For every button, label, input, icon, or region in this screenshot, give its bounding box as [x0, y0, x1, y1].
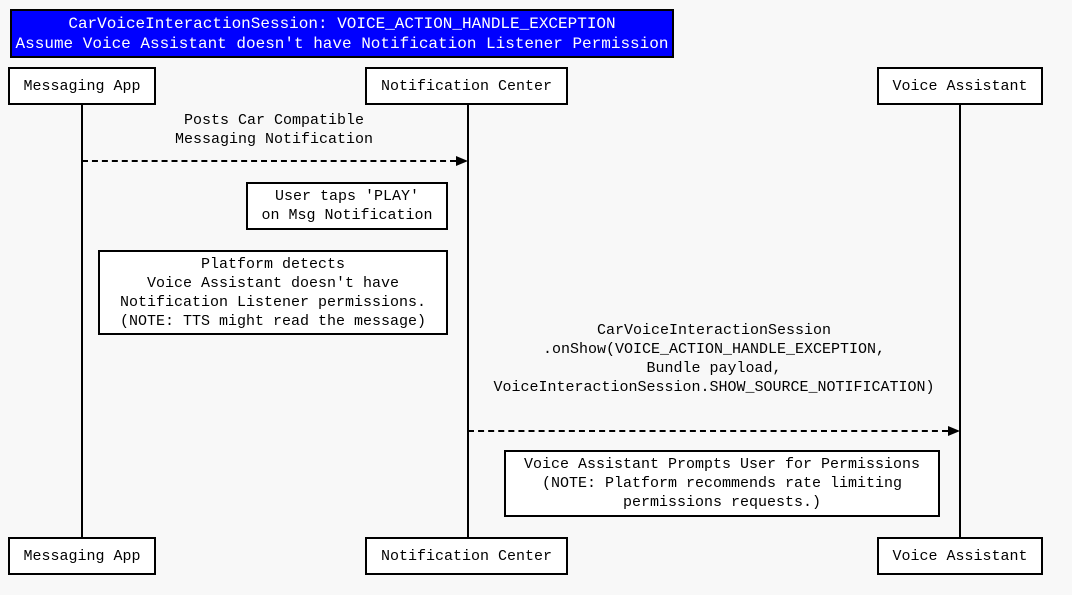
- message-2-label-line-4: VoiceInteractionSession.SHOW_SOURCE_NOTI…: [493, 379, 935, 396]
- lifeline-notification-center: [467, 105, 469, 537]
- participant-notification-center-bottom: Notification Center: [365, 537, 568, 575]
- note-platform-detects-line-4: (NOTE: TTS might read the message): [119, 312, 427, 330]
- message-2-label-line-3: Bundle payload,: [646, 360, 782, 377]
- message-1-arrowhead-icon: [456, 156, 468, 166]
- message-2-label-line-2: .onShow(VOICE_ACTION_HANDLE_EXCEPTION,: [542, 341, 886, 358]
- note-va-prompts-permissions-line-1: Voice Assistant Prompts User for Permiss…: [523, 456, 921, 473]
- message-2-arrowhead-icon: [948, 426, 960, 436]
- note-va-prompts-permissions: Voice Assistant Prompts User for Permiss…: [504, 450, 940, 517]
- title-line-1: CarVoiceInteractionSession: VOICE_ACTION…: [68, 14, 616, 33]
- lifeline-messaging-app: [81, 105, 83, 537]
- message-2-label: CarVoiceInteractionSession .onShow(VOICE…: [468, 321, 960, 397]
- note-user-taps-play-line-2: on Msg Notification: [261, 207, 433, 224]
- message-2-arrow: [468, 426, 960, 436]
- message-1-label-line-2: Messaging Notification: [174, 131, 374, 148]
- message-1-label: Posts Car Compatible Messaging Notificat…: [82, 111, 466, 149]
- lifeline-voice-assistant: [959, 105, 961, 537]
- message-1-arrow: [82, 156, 468, 166]
- participant-messaging-app-top: Messaging App: [8, 67, 156, 105]
- note-va-prompts-permissions-line-3: permissions requests.): [622, 494, 822, 511]
- participant-notification-center-top: Notification Center: [365, 67, 568, 105]
- note-platform-detects: Platform detects Voice Assistant doesn't…: [98, 250, 448, 335]
- note-user-taps-play-line-1: User taps 'PLAY': [274, 188, 420, 205]
- note-va-prompts-permissions-line-2: (NOTE: Platform recommends rate limiting: [541, 475, 903, 492]
- participant-voice-assistant-bottom: Voice Assistant: [877, 537, 1043, 575]
- note-platform-detects-line-3: Notification Listener permissions.: [119, 293, 427, 311]
- message-1-label-line-1: Posts Car Compatible: [183, 112, 365, 129]
- note-user-taps-play: User taps 'PLAY' on Msg Notification: [246, 182, 448, 230]
- participant-messaging-app-bottom: Messaging App: [8, 537, 156, 575]
- title-line-2: Assume Voice Assistant doesn't have Noti…: [15, 34, 669, 53]
- note-platform-detects-line-2: Voice Assistant doesn't have: [146, 274, 400, 292]
- diagram-title-box: CarVoiceInteractionSession: VOICE_ACTION…: [10, 9, 674, 58]
- participant-voice-assistant-top: Voice Assistant: [877, 67, 1043, 105]
- note-platform-detects-line-1: Platform detects: [200, 255, 346, 273]
- message-2-label-line-1: CarVoiceInteractionSession: [596, 322, 832, 339]
